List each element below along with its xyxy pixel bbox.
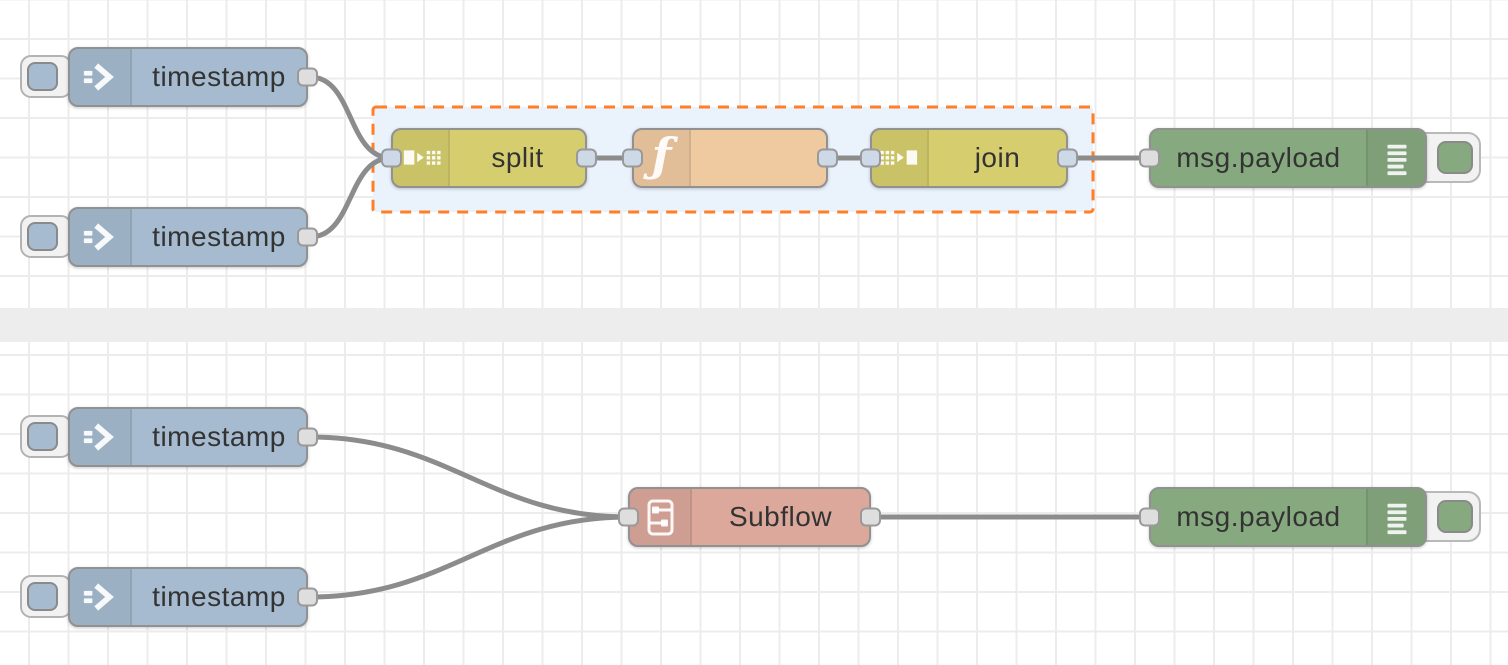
node-label: msg.payload <box>1176 142 1341 173</box>
inject-button-inner <box>27 582 58 611</box>
output-port[interactable] <box>297 587 318 607</box>
input-port[interactable] <box>618 507 639 527</box>
inject-arrow-icon <box>70 49 132 105</box>
node-label: timestamp <box>152 221 286 252</box>
wire[interactable] <box>307 155 394 240</box>
join-node[interactable]: join <box>860 128 1078 188</box>
input-port[interactable] <box>1139 148 1160 168</box>
inject-trigger-button[interactable] <box>20 55 72 98</box>
debug-toggle-inner <box>1437 141 1473 174</box>
inject-node-2[interactable]: timestamp <box>68 207 318 267</box>
wire[interactable] <box>307 74 394 161</box>
input-port[interactable] <box>860 148 881 168</box>
inject-node-4[interactable]: timestamp <box>68 567 318 627</box>
inject-trigger-button[interactable] <box>20 415 72 458</box>
inject-trigger-button[interactable] <box>20 575 72 618</box>
output-port[interactable] <box>1057 148 1078 168</box>
node-label: timestamp <box>152 61 286 92</box>
node-label: split <box>491 142 544 173</box>
output-port[interactable] <box>860 507 881 527</box>
wire[interactable] <box>307 514 631 600</box>
section-divider <box>0 308 1508 342</box>
output-port[interactable] <box>576 148 597 168</box>
inject-arrow-icon <box>70 409 132 465</box>
inject-trigger-button[interactable] <box>20 215 72 258</box>
function-icon: ƒ <box>634 130 691 186</box>
debug-icon <box>1366 130 1425 186</box>
node-label: timestamp <box>152 421 286 452</box>
debug-icon <box>1366 489 1425 545</box>
inject-node-3[interactable]: timestamp <box>68 407 318 467</box>
output-port[interactable] <box>297 427 318 447</box>
wire[interactable] <box>307 434 631 520</box>
debug-node-2[interactable]: msg.payload <box>1139 487 1427 547</box>
input-port[interactable] <box>1139 507 1160 527</box>
subflow-icon <box>630 489 692 545</box>
inject-button-inner <box>27 222 58 251</box>
inject-arrow-icon <box>70 209 132 265</box>
output-port[interactable] <box>297 227 318 247</box>
node-label: join <box>974 142 1021 173</box>
node-label <box>691 130 826 186</box>
subflow-node[interactable]: Subflow <box>618 487 881 547</box>
output-port[interactable] <box>297 67 318 87</box>
debug-toggle-inner <box>1437 500 1473 533</box>
input-port[interactable] <box>622 148 643 168</box>
join-icon <box>872 130 929 186</box>
inject-node-1[interactable]: timestamp <box>68 47 318 107</box>
inject-button-inner <box>27 422 58 451</box>
input-port[interactable] <box>381 148 402 168</box>
inject-arrow-icon <box>70 569 132 625</box>
split-node[interactable]: split <box>381 128 597 188</box>
node-label: timestamp <box>152 581 286 612</box>
debug-node-1[interactable]: msg.payload <box>1139 128 1427 188</box>
node-label: Subflow <box>728 501 833 532</box>
node-label: msg.payload <box>1176 501 1341 532</box>
output-port[interactable] <box>817 148 838 168</box>
inject-button-inner <box>27 62 58 91</box>
function-node[interactable]: ƒ <box>622 128 838 188</box>
split-icon <box>393 130 450 186</box>
